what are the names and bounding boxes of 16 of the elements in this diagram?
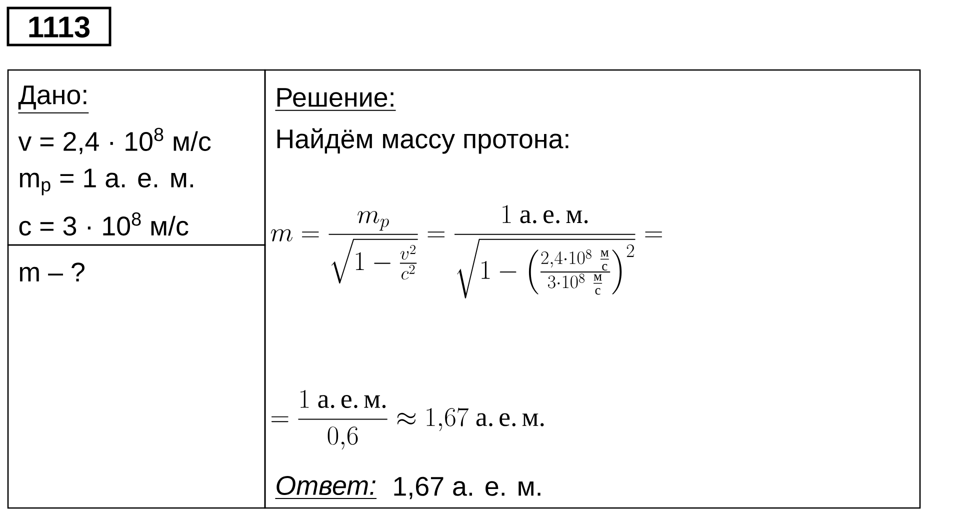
text: v = 2,4 · 10$^{8}$ м/с [18,128,211,154]
problem-number: 1113 [29,16,90,38]
heading: Решение: [274,88,396,111]
formula: $=\frac{1\ \textrm{а.\,е.\,м.}}{0{,}6}\approx 1{,}67\ \textrm{а.\,е.\,м.}$ [271,390,544,450]
heading: Дано: [18,86,90,114]
text: m$_{p}$ = 1 а. е. м. [20,168,193,196]
text: 1,67 а. е. м. [394,476,540,500]
text: m – ? [20,262,84,282]
number-box [6,6,112,46]
table-cell [264,69,921,509]
formula: $m=\frac{m_p}{\sqrt{1-\frac{v^2}{c^2}}}=\frac{1\ \textrm{а.\,е.\,м.}}{\sqrt{1-\left(\frac{2{,}4\cdot 10^8\ \frac{\textrm{м}}{\textrm{с}}}{3\cdot 10^8\ \frac{\textrm{м}}{\textrm{с}}}\right)^2}}=$ [270,205,662,298]
table-cell [7,69,266,246]
answer-label: Ответ: [274,476,378,499]
text: Найдём массу протона: [277,128,568,154]
text: c = 3 · 10$^{8}$ м/с [19,212,188,236]
table-cell [7,244,266,509]
